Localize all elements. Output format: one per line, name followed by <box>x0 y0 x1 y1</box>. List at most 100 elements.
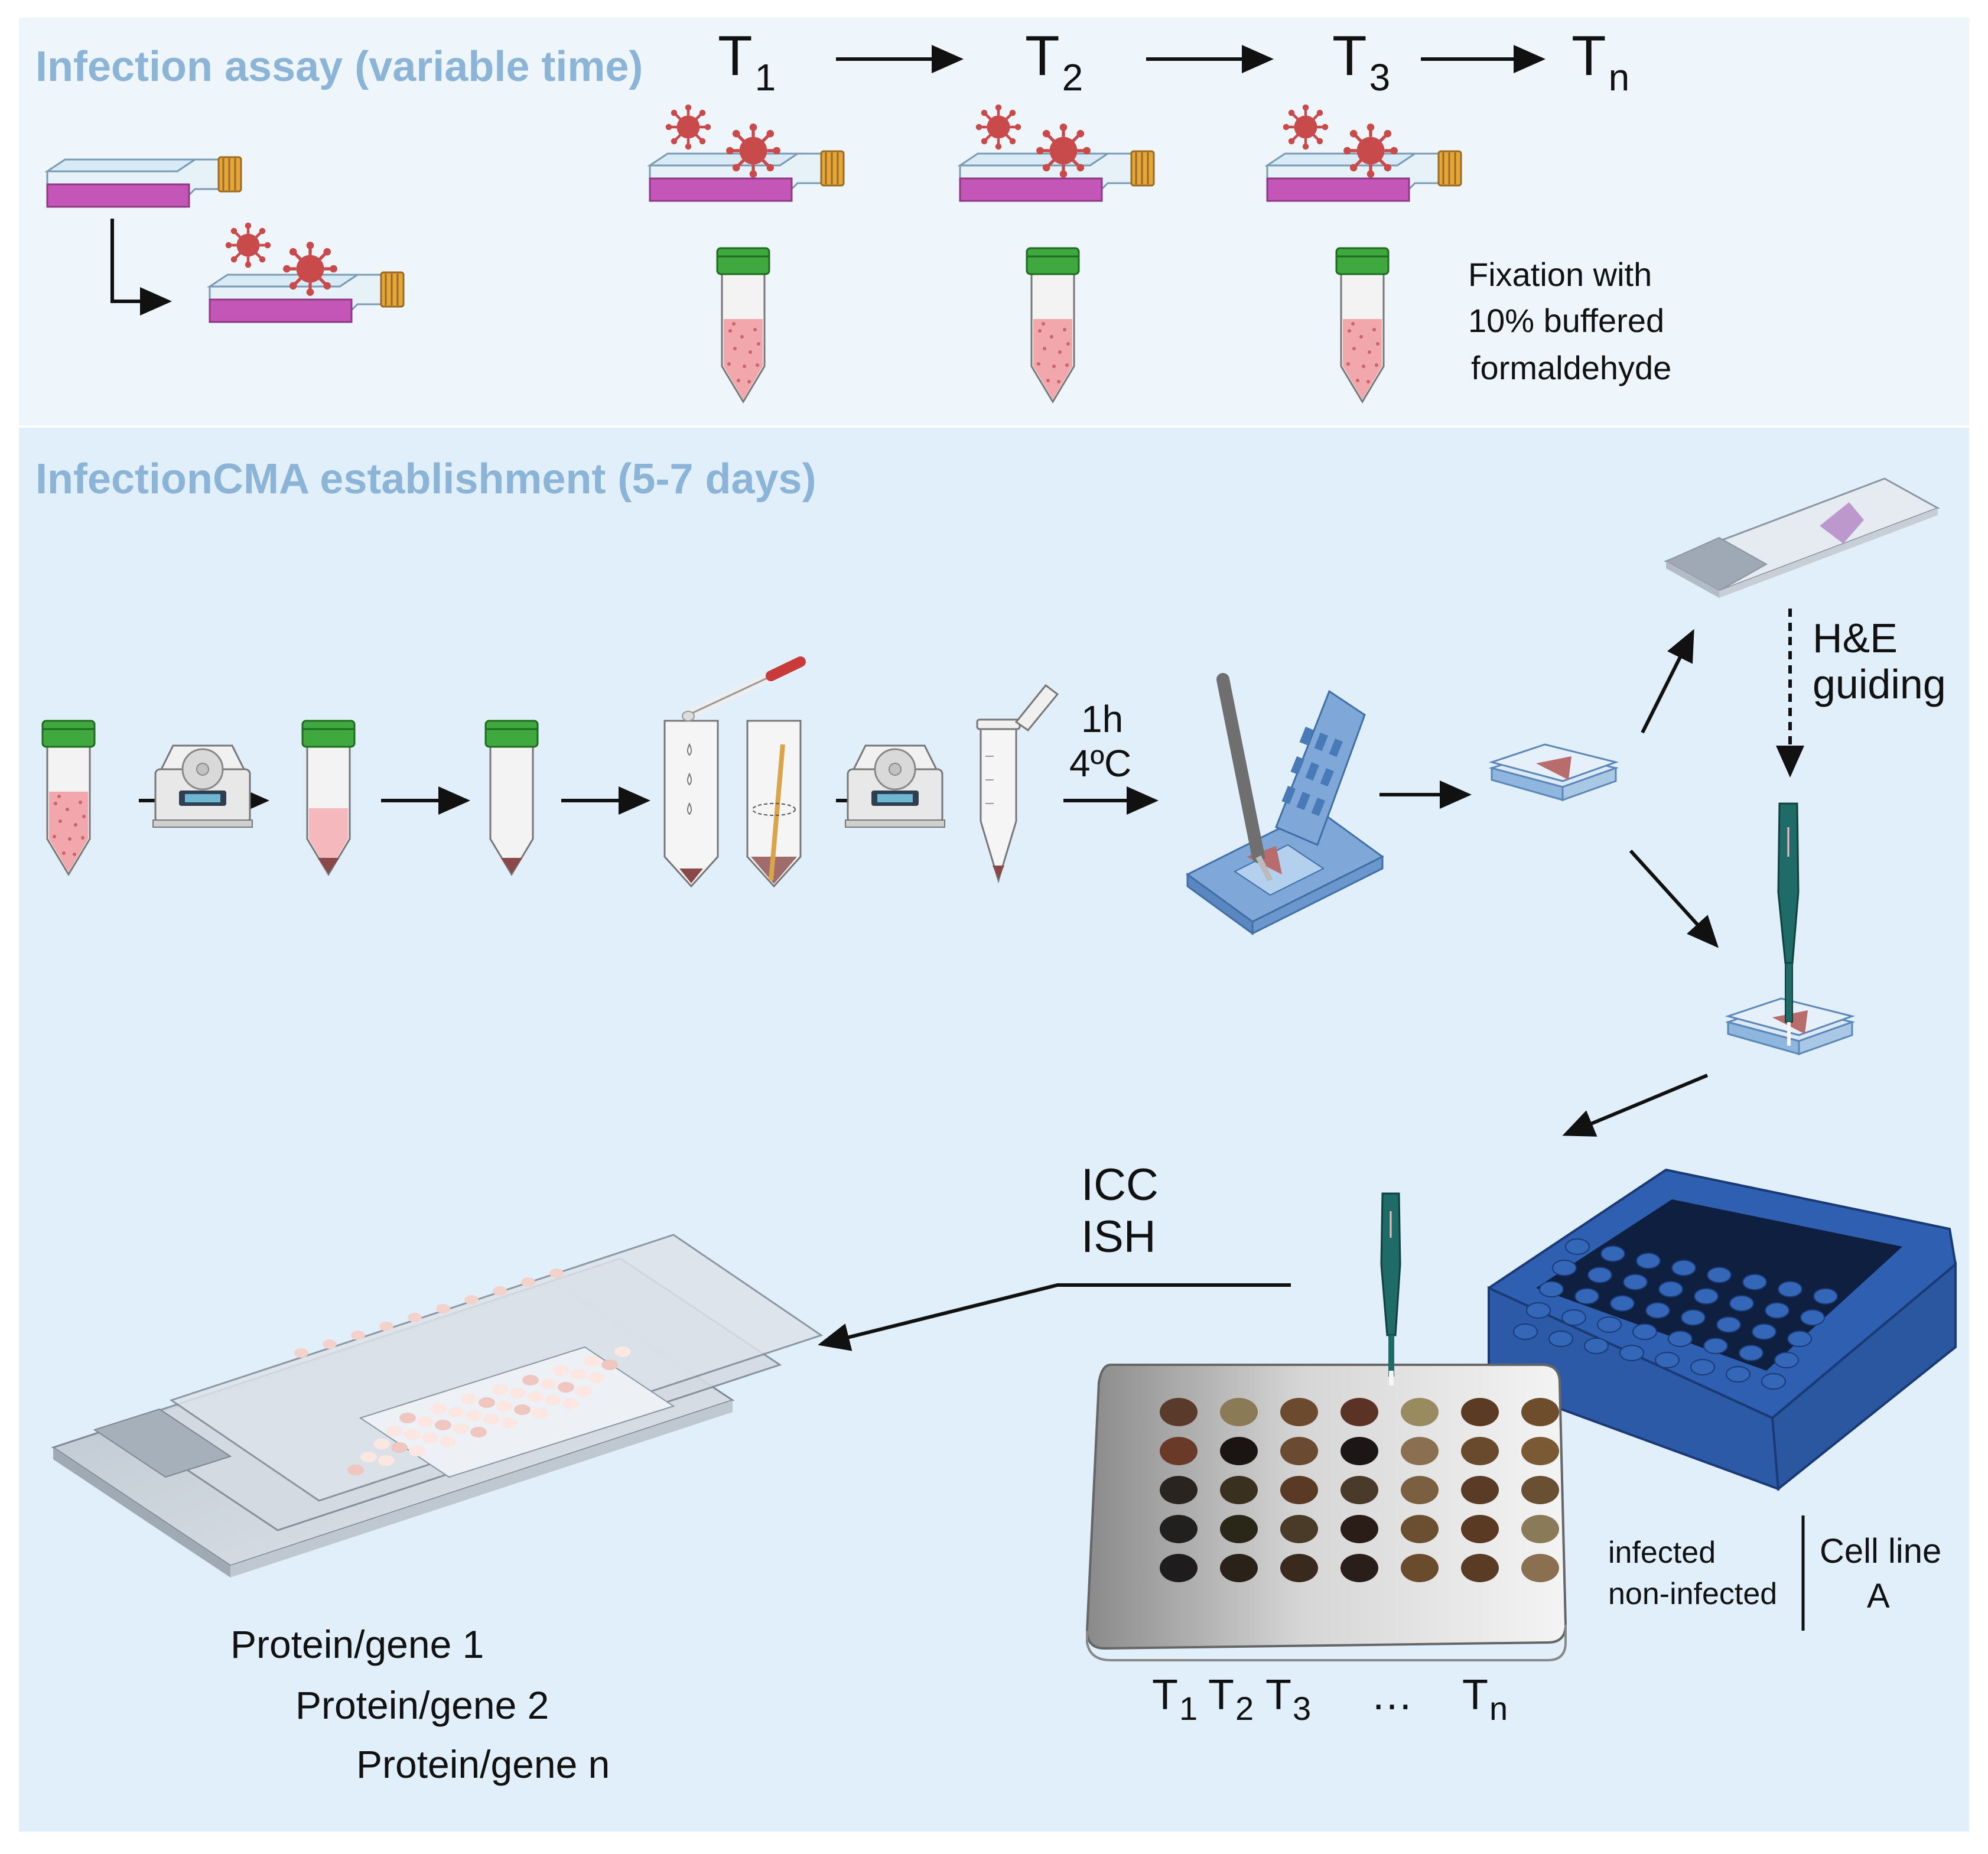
mold-pin <box>1787 1331 1812 1347</box>
bottom-panel <box>19 428 1969 1832</box>
timepoint-label-n: Tn <box>1571 24 1630 99</box>
tissue-spot <box>435 1420 451 1430</box>
array-well <box>1401 1554 1439 1582</box>
array-well <box>1220 1476 1258 1504</box>
tissue-spot <box>453 1423 469 1434</box>
mold-pin <box>1761 1373 1786 1390</box>
array-well <box>1521 1398 1559 1426</box>
tissue-spot <box>532 1408 548 1419</box>
tissue-spot <box>527 1391 544 1402</box>
array-well <box>1461 1437 1499 1465</box>
column-label-ellipsis: … <box>1371 1671 1413 1719</box>
mold-pin <box>1584 1338 1609 1354</box>
tissue-spot <box>509 1388 526 1398</box>
staining-arrow <box>818 1283 1291 1351</box>
array-well <box>1461 1398 1499 1426</box>
mold-pin <box>1610 1295 1635 1312</box>
centrifuge-2 <box>844 744 946 828</box>
cma-plate <box>1085 1364 1567 1661</box>
stained-slides <box>51 1234 824 1577</box>
array-well <box>1160 1515 1198 1543</box>
embedding-cassette <box>1186 673 1384 935</box>
array-well <box>1220 1515 1258 1543</box>
array-well <box>1280 1398 1318 1426</box>
tissue-spot <box>545 1395 561 1406</box>
tissue-spot <box>549 1268 564 1278</box>
tissue-spot <box>496 1401 513 1411</box>
mold-pin <box>1636 1253 1661 1269</box>
array-well <box>1401 1476 1439 1504</box>
mold-pin <box>1703 1338 1728 1354</box>
tissue-spot <box>347 1465 364 1475</box>
mold-pin <box>1800 1309 1825 1326</box>
tissue-spot <box>601 1359 618 1370</box>
mold-pin <box>1694 1288 1719 1305</box>
mold-pin <box>1587 1267 1612 1283</box>
timepoint-label-3: T3 <box>1332 24 1391 99</box>
incubation-time: 1h <box>1081 698 1124 740</box>
column-label-t1: T1 <box>1152 1671 1198 1727</box>
column-label-t3: T3 <box>1265 1671 1312 1727</box>
tissue-spot <box>562 1398 579 1409</box>
mold-pin <box>1623 1274 1648 1290</box>
mold-pin <box>1778 1281 1802 1297</box>
tissue-spot <box>448 1407 464 1417</box>
mold-pin <box>1565 1238 1590 1255</box>
tissue-spot <box>373 1439 390 1449</box>
tissue-spot <box>461 1394 477 1404</box>
tissue-spot <box>540 1378 557 1389</box>
array-well <box>1280 1476 1318 1504</box>
output-label-n: Protein/gene n <box>356 1742 610 1786</box>
timepoint-label-2: T2 <box>1025 24 1084 99</box>
tissue-spot <box>558 1382 574 1393</box>
array-well <box>1220 1398 1258 1426</box>
tissue-spot <box>493 1286 507 1296</box>
array-well <box>1521 1437 1559 1465</box>
centrifuge-1 <box>152 744 253 828</box>
tissue-spot <box>360 1452 377 1462</box>
array-well <box>1521 1476 1559 1504</box>
tissue-spot <box>294 1348 308 1358</box>
mold-pin <box>1658 1281 1683 1297</box>
tissue-spot <box>522 1375 539 1385</box>
mold-pin <box>1552 1260 1577 1276</box>
column-label-t2: T2 <box>1208 1671 1254 1727</box>
supernatant-tube <box>301 720 356 876</box>
array-well <box>1280 1437 1318 1465</box>
tissue-spot <box>440 1436 456 1447</box>
column-label-tn: Tn <box>1462 1671 1508 1727</box>
microtube <box>976 684 1059 884</box>
tissue-spot <box>553 1365 570 1376</box>
stain-method-ish: ISH <box>1081 1212 1156 1262</box>
tissue-spot <box>584 1356 600 1367</box>
mold-pin <box>1548 1331 1573 1347</box>
array-well <box>1461 1515 1499 1543</box>
mold-pin <box>1526 1302 1551 1319</box>
stain-method-icc: ICC <box>1081 1160 1159 1210</box>
mold-pin <box>1681 1309 1706 1326</box>
mold-pin <box>1597 1316 1622 1333</box>
mold-pin <box>1742 1274 1767 1290</box>
mold-pin <box>1716 1316 1741 1333</box>
mold-pin <box>1739 1345 1764 1361</box>
cma-establishment-title: InfectionCMA establishment (5-7 days) <box>35 456 816 503</box>
fixation-line-1: Fixation with <box>1468 256 1652 293</box>
tissue-spot <box>479 1397 495 1408</box>
array-well <box>1521 1515 1559 1543</box>
array-well <box>1280 1554 1318 1582</box>
agarose-tube <box>663 720 719 888</box>
punch-needle-1 <box>1777 802 1800 1046</box>
mold-pin <box>1707 1267 1732 1283</box>
tissue-spot <box>492 1384 508 1395</box>
fixation-line-3: formaldehyde <box>1471 349 1672 386</box>
array-well <box>1220 1437 1258 1465</box>
tissue-spot <box>417 1416 434 1427</box>
mold-pin <box>1765 1302 1789 1319</box>
mold-pin <box>1668 1331 1693 1347</box>
tissue-spot <box>571 1369 587 1380</box>
legend-cell-line-id: A <box>1867 1577 1890 1615</box>
array-well <box>1521 1554 1559 1582</box>
he-guiding-line-1: H&E <box>1813 615 1898 661</box>
fixation-line-2: 10% buffered <box>1468 302 1665 339</box>
